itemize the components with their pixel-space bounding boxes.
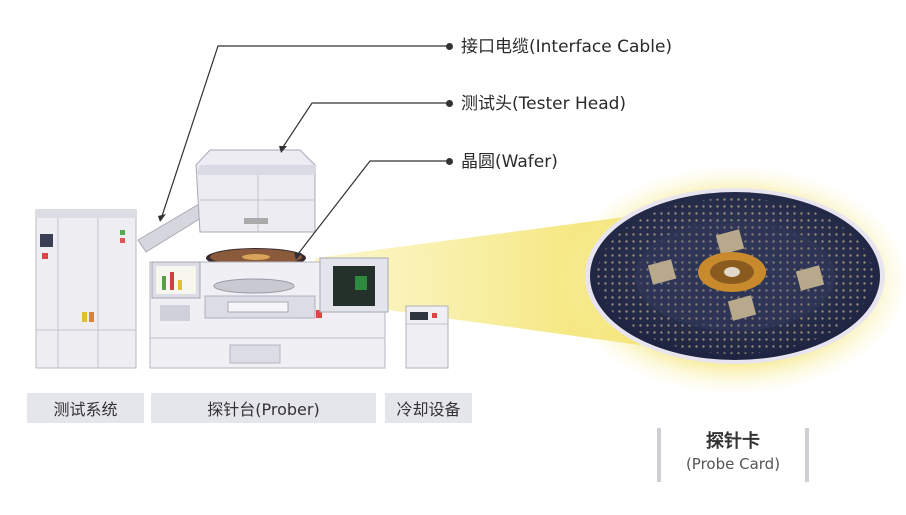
leader-tester-head: [282, 102, 449, 148]
caption-bar-left: [657, 428, 661, 482]
callout-dot-interface-cable: [446, 43, 453, 50]
leader-interface-cable: [161, 45, 449, 217]
controller-box: [319, 257, 389, 313]
callout-tester-head: 测试头(Tester Head): [461, 94, 627, 114]
caption-test-system: 测试系统: [27, 393, 144, 423]
caption-bar-right: [805, 428, 809, 482]
probe-card-caption: 探针卡 (Probe Card): [657, 428, 809, 482]
test-system-cabinet: [35, 209, 137, 369]
tester-head-shape: [195, 149, 316, 233]
probe-card-image: [585, 188, 885, 364]
callout-dot-tester-head: [446, 100, 453, 107]
callout-wafer: 晶圆(Wafer): [461, 152, 558, 172]
caption-cooling: 冷却设备: [385, 393, 472, 423]
callout-interface-cable: 接口电缆(Interface Cable): [461, 37, 673, 57]
callout-dot-wafer: [446, 158, 453, 165]
leader-wafer: [297, 160, 449, 255]
light-beam: [315, 215, 640, 345]
caption-prober: 探针台(Prober): [151, 393, 376, 423]
cooling-unit: [405, 305, 449, 369]
probe-card-title: 探针卡: [706, 431, 760, 452]
prober-body: [149, 261, 386, 369]
probe-card-subtitle: (Probe Card): [685, 455, 781, 473]
